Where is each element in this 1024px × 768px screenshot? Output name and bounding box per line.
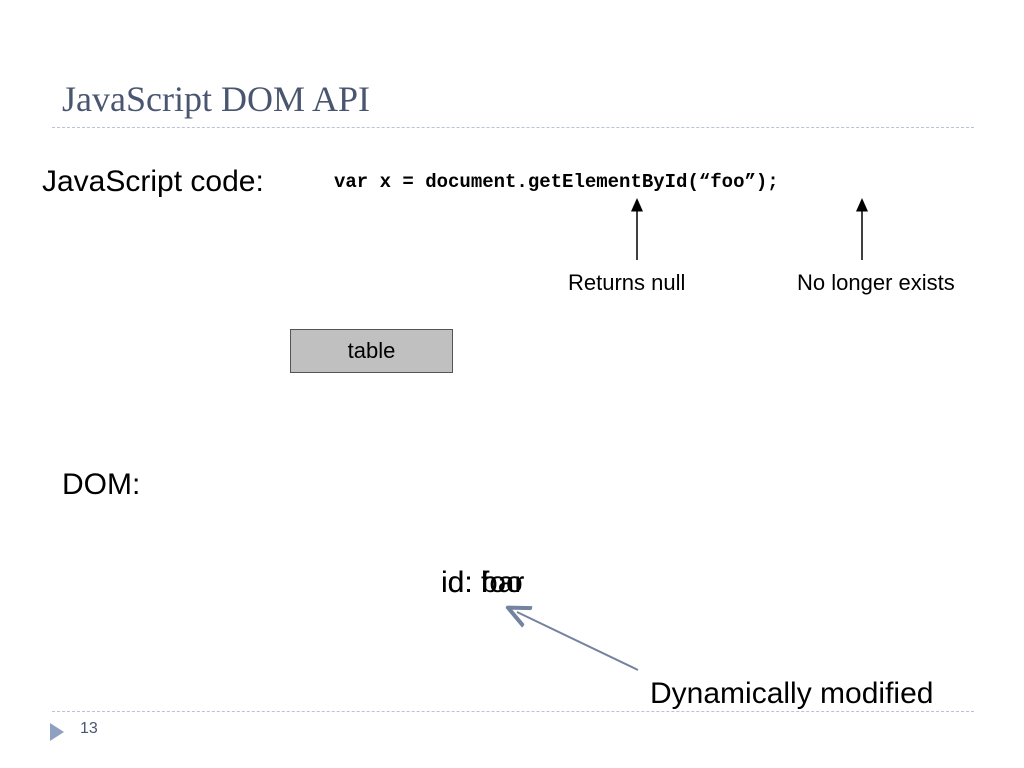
id-attribute: id: foo id: bar — [441, 566, 525, 600]
id-attribute-new: id: bar — [441, 566, 525, 599]
dynamic-modified-arrow — [517, 612, 639, 671]
code-snippet: var x = document.getElementById(“foo”); — [334, 171, 779, 193]
id-attribute-new-value: bar — [481, 566, 525, 599]
page-number: 13 — [80, 720, 98, 737]
title-divider — [52, 127, 974, 128]
id-attribute-old: id: foo — [441, 566, 523, 599]
table-node-label: table — [347, 338, 396, 363]
code-label: JavaScript code: — [42, 165, 264, 198]
dom-label: DOM: — [62, 468, 141, 501]
slide-title: JavaScript DOM API — [62, 79, 370, 119]
returns-null-label: Returns null — [568, 270, 686, 295]
table-node: table — [290, 329, 453, 373]
footer-triangle-icon — [50, 723, 64, 741]
no-longer-exists-label: No longer exists — [797, 270, 955, 295]
footer-divider — [52, 711, 974, 712]
dynamically-modified-label: Dynamically modified — [650, 677, 934, 710]
